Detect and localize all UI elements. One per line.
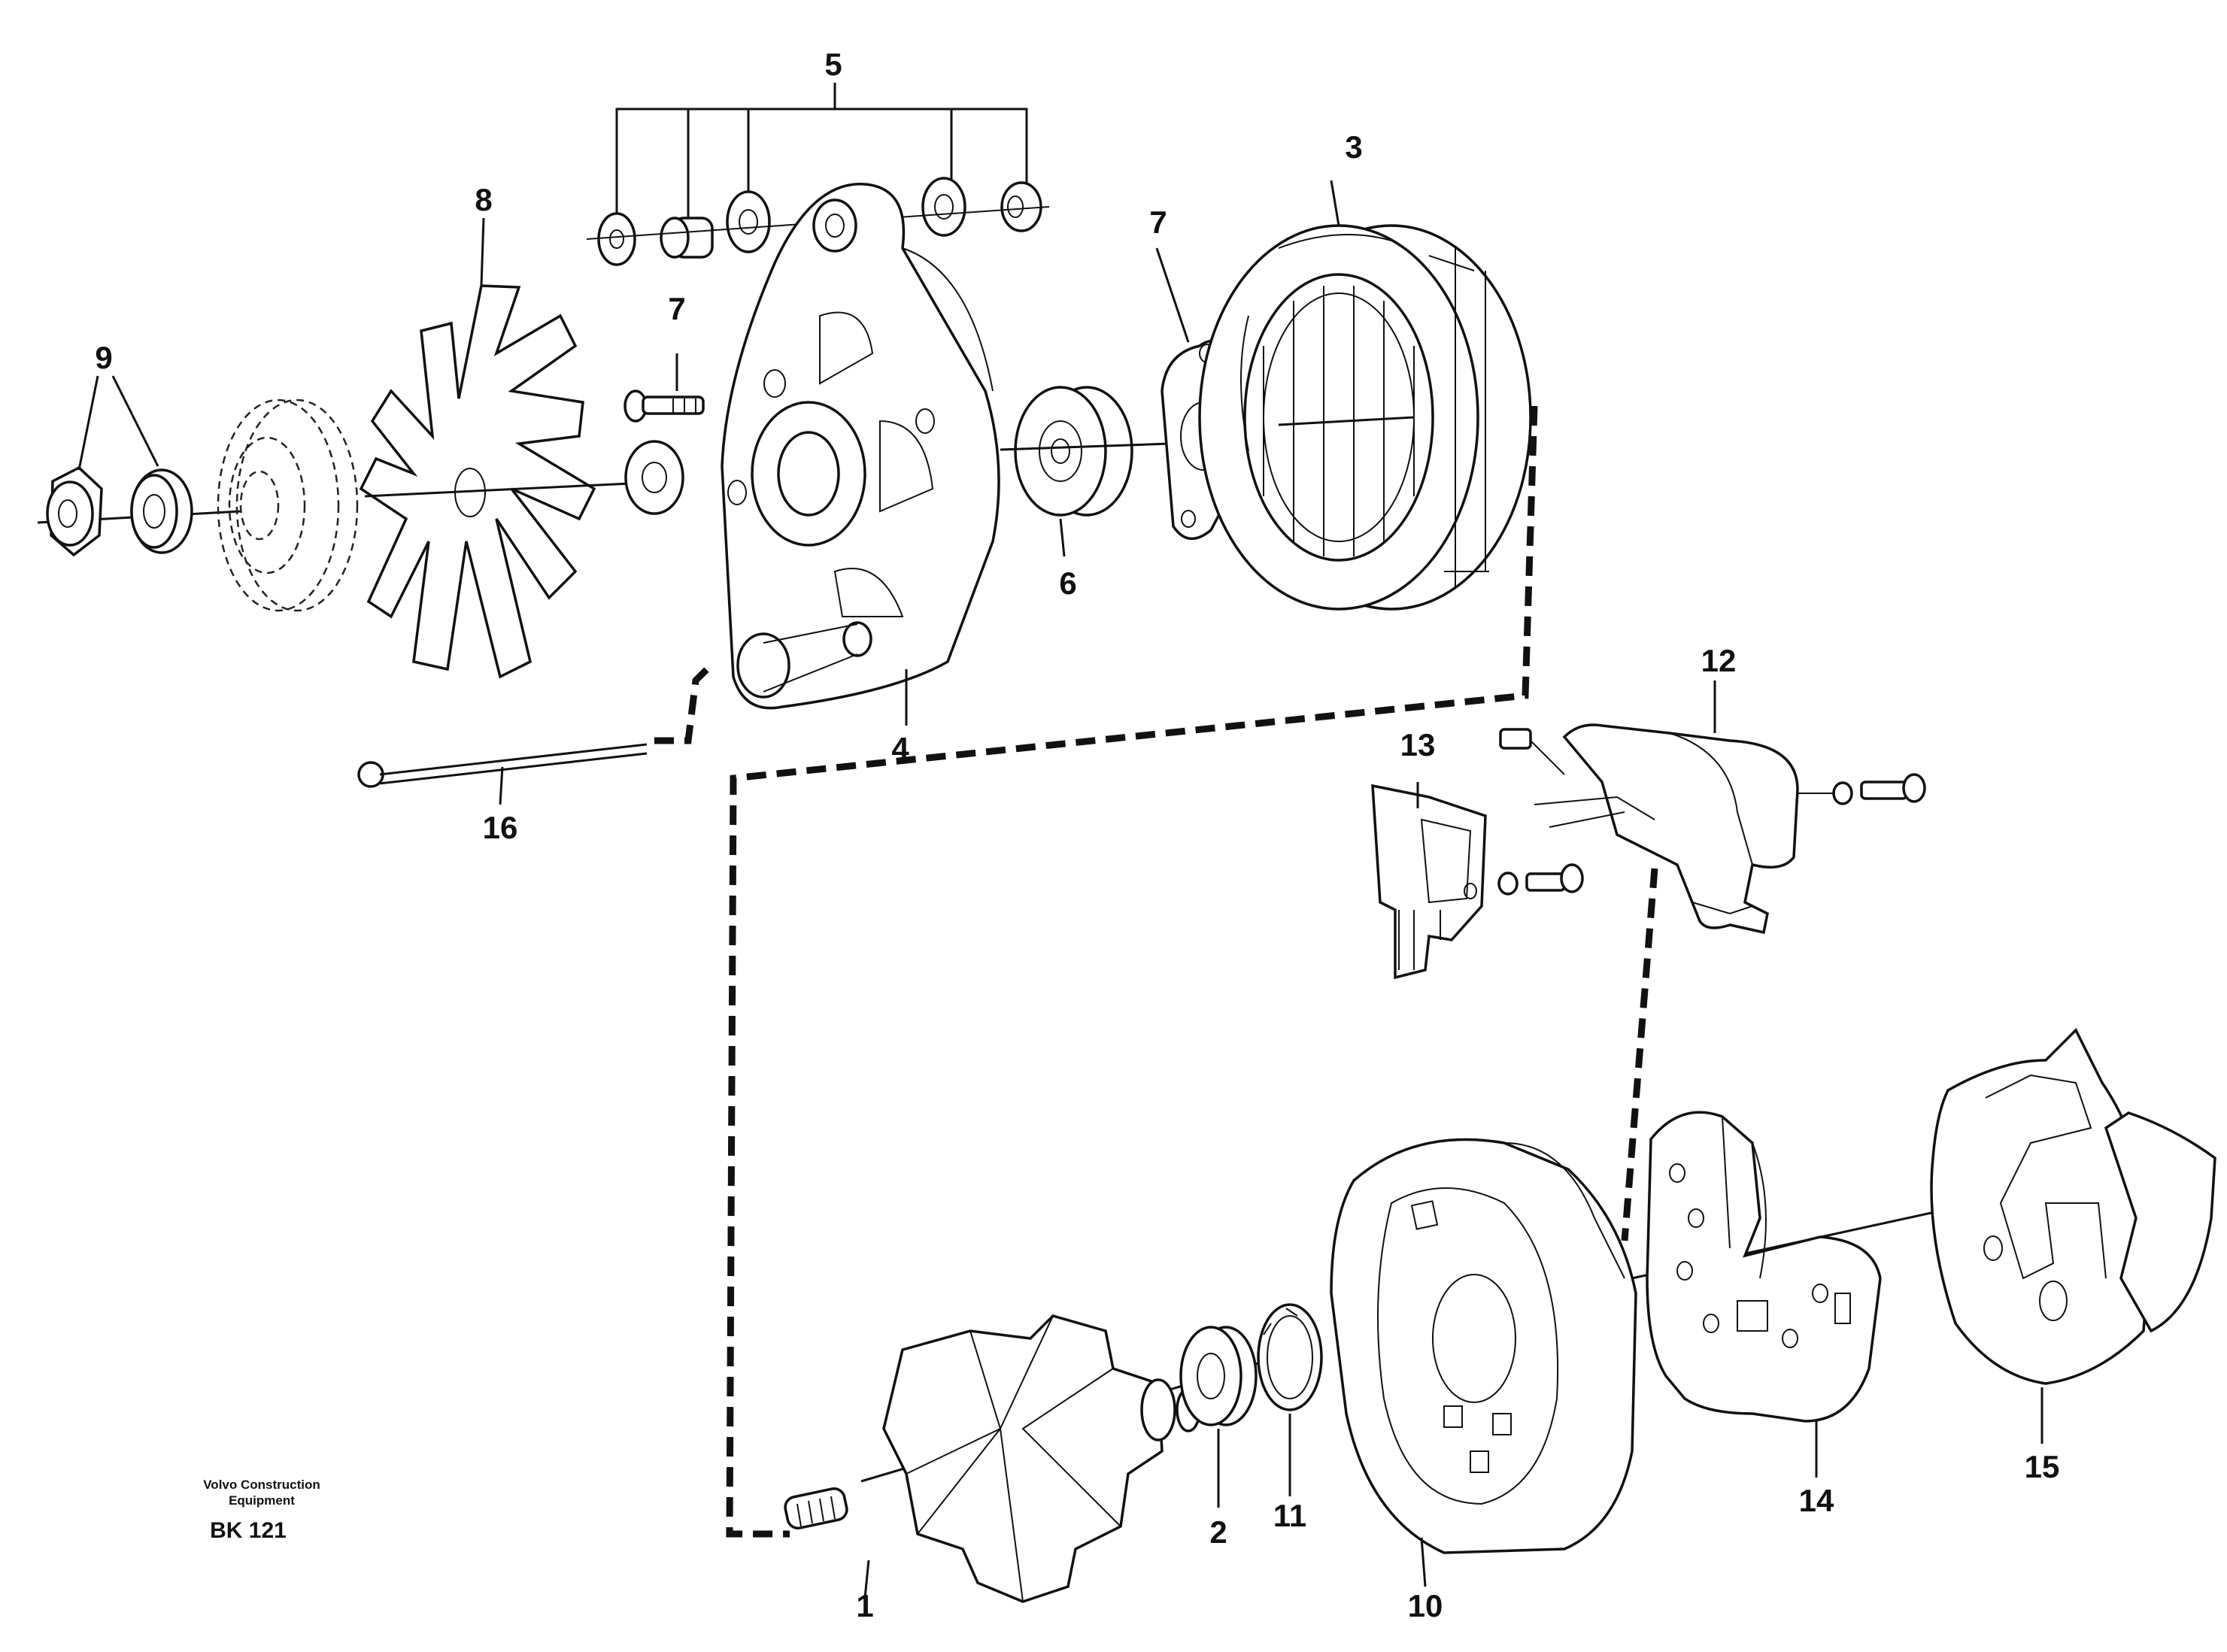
callout-3: 3	[1345, 129, 1362, 165]
callout-7-upper-right: 7	[1149, 205, 1167, 240]
callout-15: 15	[2025, 1449, 2060, 1484]
part-15-cover	[1930, 1028, 2216, 1444]
callout-13: 13	[1400, 727, 1436, 762]
part-10-slip-ring-end-bracket	[1330, 1138, 2114, 1587]
part-9-leader	[77, 375, 159, 471]
part-14-rectifier	[1646, 1111, 1882, 1478]
callout-16: 16	[483, 810, 518, 845]
part-1-rotor	[784, 1314, 1279, 1603]
callout-12: 12	[1701, 643, 1737, 678]
assembly-path-lines	[654, 405, 1658, 1538]
part-7-bolt	[623, 353, 705, 423]
part-13-brush-holder	[1371, 782, 1584, 980]
callout-5: 5	[824, 47, 842, 82]
part-11-ring	[1257, 1303, 1323, 1496]
callout-7-bolt: 7	[668, 291, 685, 326]
part-16-through-bolt	[357, 743, 648, 805]
part-2-bearing	[1179, 1326, 1258, 1508]
publisher-credit: Volvo Construction Equipment BK 121	[203, 1478, 320, 1543]
part-4-drive-end-bracket	[721, 183, 1000, 726]
callout-8: 8	[475, 182, 492, 217]
pulley-phantom	[217, 399, 359, 612]
part-6-bearing	[1000, 386, 1170, 557]
spacer-washer	[624, 440, 684, 515]
callout-10: 10	[1408, 1588, 1443, 1623]
callout-14: 14	[1799, 1483, 1834, 1518]
callout-6: 6	[1059, 565, 1076, 601]
credit-line-2: Equipment	[229, 1493, 295, 1508]
part-8-leader	[480, 217, 485, 286]
callout-11: 11	[1273, 1498, 1306, 1533]
callout-2: 2	[1209, 1514, 1227, 1550]
part-3-stator	[1198, 180, 1532, 611]
part-5-mounting-bushings	[586, 177, 1050, 266]
callout-1: 1	[856, 1588, 873, 1623]
callout-labels: 5 3 8 7 7 9 6 12 4 13 16 2 11 14 15 1 10	[95, 47, 2059, 1623]
credit-code: BK 121	[210, 1518, 287, 1543]
callout-4: 4	[891, 731, 909, 766]
callout-9: 9	[95, 340, 112, 375]
part-12-regulator	[1499, 681, 1926, 935]
part-9-nut-washer	[37, 465, 241, 557]
part-5-bracket-lines	[615, 83, 1028, 222]
credit-line-1: Volvo Construction	[203, 1478, 320, 1492]
